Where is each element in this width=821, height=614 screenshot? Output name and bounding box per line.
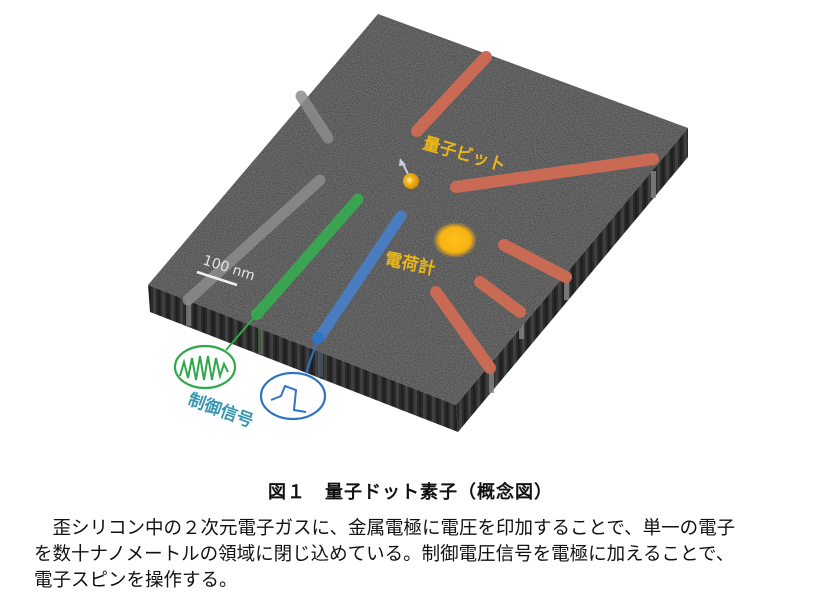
gate-red-right-2	[474, 276, 526, 318]
caption-line-1: 歪シリコン中の２次元電子ガスに、金属電極に電圧を印加することで、単一の電子	[52, 518, 736, 539]
gate-blue	[313, 210, 407, 344]
gate-green	[253, 193, 364, 318]
slab-top-surface	[148, 14, 688, 405]
qubit-dot	[399, 158, 419, 189]
slab-right-side	[456, 128, 688, 432]
figure-caption-body: 歪シリコン中の２次元電子ガスに、金属電極に電圧を印加することで、単一の電子 を数…	[34, 516, 804, 594]
slab-left-side	[148, 285, 458, 432]
substrate-slab	[148, 14, 688, 432]
gate-red-top	[411, 51, 492, 137]
gate-red-lower	[430, 286, 496, 374]
figure-caption-title: 図１ 量子ドット素子（概念図）	[268, 482, 553, 503]
gate-red-right-1	[498, 239, 572, 283]
gate-red-long	[450, 153, 659, 193]
pulse-wave-icon	[259, 371, 327, 421]
gate-electrodes	[182, 51, 659, 374]
caption-line-3: 電子スピンを操作する。	[34, 570, 238, 591]
gate-gray-long	[182, 174, 326, 306]
quantum-dot-device-diagram: 量子ビット 電荷計 100 nm 制御信号	[148, 14, 688, 432]
gate-gray-short	[295, 90, 334, 144]
control-signal-blue	[259, 332, 327, 421]
control-signal-label: 制御信号	[185, 389, 256, 432]
caption-line-2: を数十ナノメートルの領域に閉じ込めている。制御電圧信号を電極に加えることで、	[34, 544, 735, 565]
control-signal-green	[173, 308, 263, 390]
charge-sensor-dot	[433, 222, 477, 258]
